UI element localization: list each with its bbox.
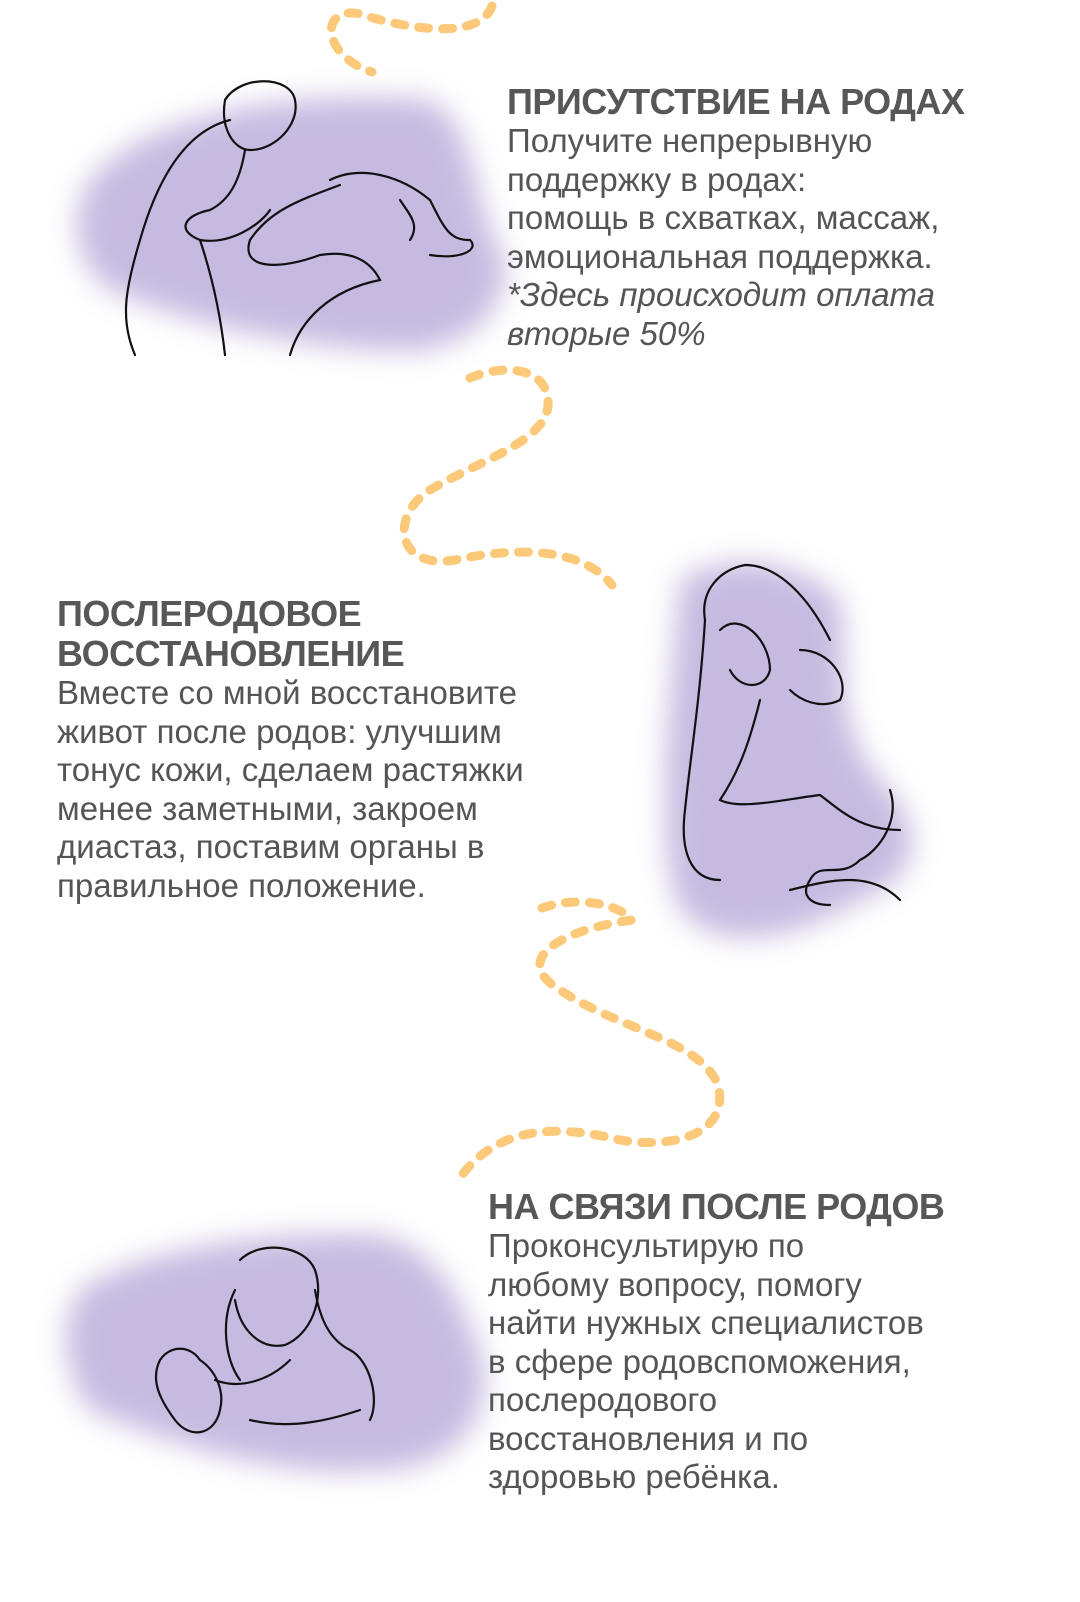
postpartum-recovery-illustration [665, 562, 913, 938]
section-line: эмоциональная поддержка. [507, 237, 933, 275]
section-line: здоровью ребёнка. [488, 1458, 780, 1495]
payment-note: *Здесь происходит оплата [507, 276, 936, 313]
section-line: в сфере родовспоможения, [488, 1342, 911, 1380]
section-title: ПРИСУТСТВИЕ НА РОДАХ [507, 81, 965, 122]
section-line: помощь в схватках, массаж, [507, 199, 940, 236]
section-line: поддержку в родах: [507, 160, 807, 198]
section-line: правильное положение. [57, 866, 426, 904]
section-title: ВОССТАНОВЛЕНИЕ [57, 633, 405, 674]
section-line: диастаз, поставим органы в [57, 828, 485, 865]
labor-support-illustration [76, 80, 506, 357]
section-after-birth-contact: НА СВЯЗИ ПОСЛЕ РОДОВ Проконсультирую по … [488, 1186, 945, 1497]
section-title: НА СВЯЗИ ПОСЛЕ РОДОВ [488, 1186, 945, 1227]
section-line: Вместе со мной восстановите [57, 674, 517, 711]
section-line: живот после родов: улучшим [57, 712, 502, 750]
section-line: восстановления и по [488, 1419, 809, 1457]
payment-note: вторые 50% [507, 314, 706, 352]
section-line: менее заметными, закроем [57, 789, 478, 827]
phone-consultation-illustration [66, 1234, 485, 1472]
section-line: Получите непрерывную [507, 122, 873, 159]
dashed-path [326, 1, 725, 1180]
section-title: ПОСЛЕРОДОВОЕ [57, 593, 362, 634]
section-line: послеродового [488, 1381, 718, 1418]
section-line: любому вопросу, помогу [488, 1265, 862, 1303]
section-line: Проконсультирую по [488, 1227, 805, 1264]
section-line: найти нужных специалистов [488, 1304, 924, 1341]
section-line: тонус кожи, сделаем растяжки [57, 751, 524, 788]
section-labor-support: ПРИСУТСТВИЕ НА РОДАХ Получите непрерывну… [507, 81, 965, 353]
section-postpartum-recovery: ПОСЛЕРОДОВОЕ ВОССТАНОВЛЕНИЕ Вместе со мн… [57, 594, 524, 905]
